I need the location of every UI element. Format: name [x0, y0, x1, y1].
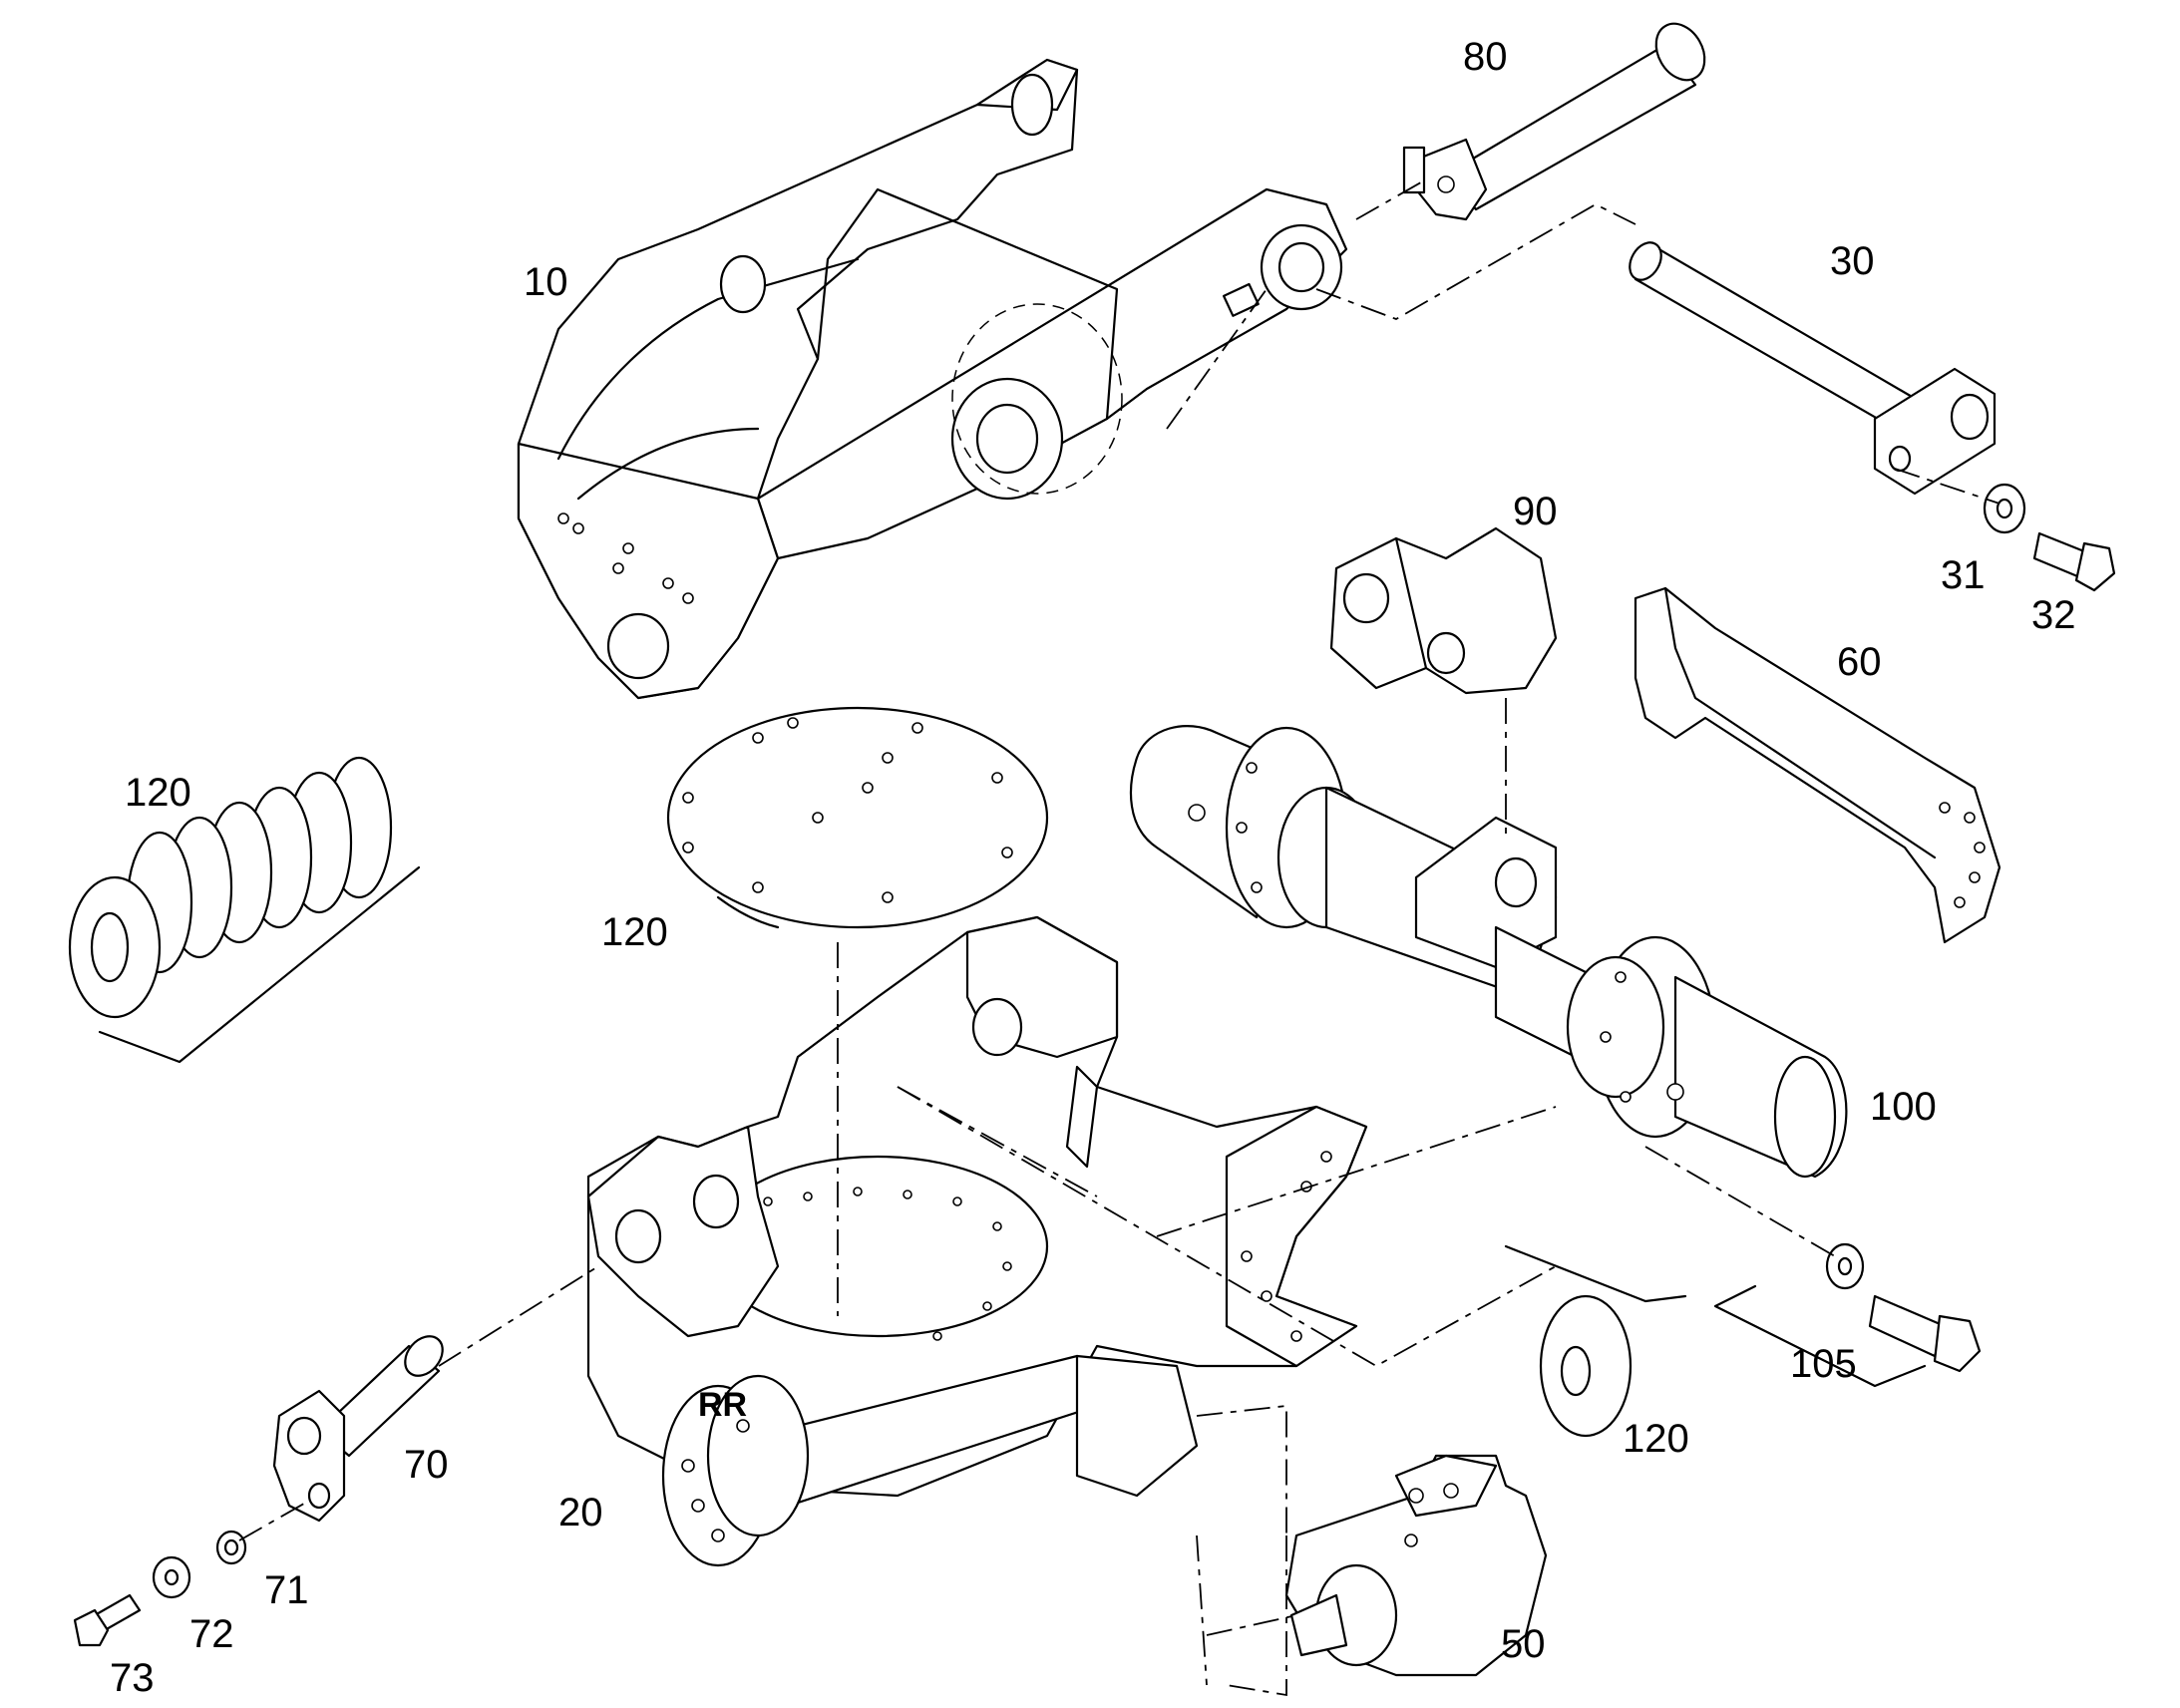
part-120-round-plate: [666, 706, 1049, 929]
label-120-plate: 120: [601, 910, 668, 954]
label-10: 10: [524, 260, 568, 304]
label-72: 72: [189, 1612, 234, 1656]
part-120-washer: [1504, 1244, 1687, 1438]
rr-logo: RR: [698, 1386, 747, 1424]
part-120-disc-springs: [68, 756, 421, 1064]
part-60-bracket: [1634, 586, 2001, 944]
label-70: 70: [404, 1443, 449, 1487]
label-73: 73: [110, 1656, 155, 1700]
callout-labels: 10 80 30 31 32 90 60 120 120 100 105 120…: [110, 35, 2076, 1700]
part-100-axle: [1129, 725, 1848, 1179]
part-80-pin: [1402, 22, 1706, 221]
label-31: 31: [1941, 553, 1986, 597]
label-30: 30: [1830, 239, 1875, 283]
part-105-washer-bolt: [1713, 1242, 1982, 1388]
part-73-bolt: [73, 1593, 142, 1647]
label-105: 105: [1790, 1342, 1857, 1386]
label-20: 20: [558, 1491, 603, 1535]
part-50-motor: [1284, 1454, 1548, 1677]
label-50: 50: [1501, 1622, 1546, 1666]
label-71: 71: [264, 1568, 309, 1612]
label-120-washer: 120: [1623, 1417, 1689, 1461]
label-32: 32: [2031, 593, 2076, 637]
label-60: 60: [1837, 640, 1882, 684]
part-30-pin-with-plate: [1629, 241, 1997, 496]
part-32-bolt: [2032, 531, 2116, 592]
part-10-boom-frame: [517, 58, 1348, 700]
label-120-springs: 120: [125, 771, 191, 815]
label-90: 90: [1513, 490, 1558, 533]
label-80: 80: [1463, 35, 1508, 79]
part-90-link: [1329, 526, 1558, 695]
part-31-washer: [1983, 483, 2026, 534]
part-70-pin: [272, 1335, 444, 1523]
label-100: 100: [1870, 1085, 1937, 1129]
part-20-swivel-body: RR: [586, 915, 1368, 1567]
part-71-bushing: [215, 1530, 247, 1565]
part-72-washer: [152, 1555, 191, 1599]
assembly-lines: [238, 178, 2000, 1697]
